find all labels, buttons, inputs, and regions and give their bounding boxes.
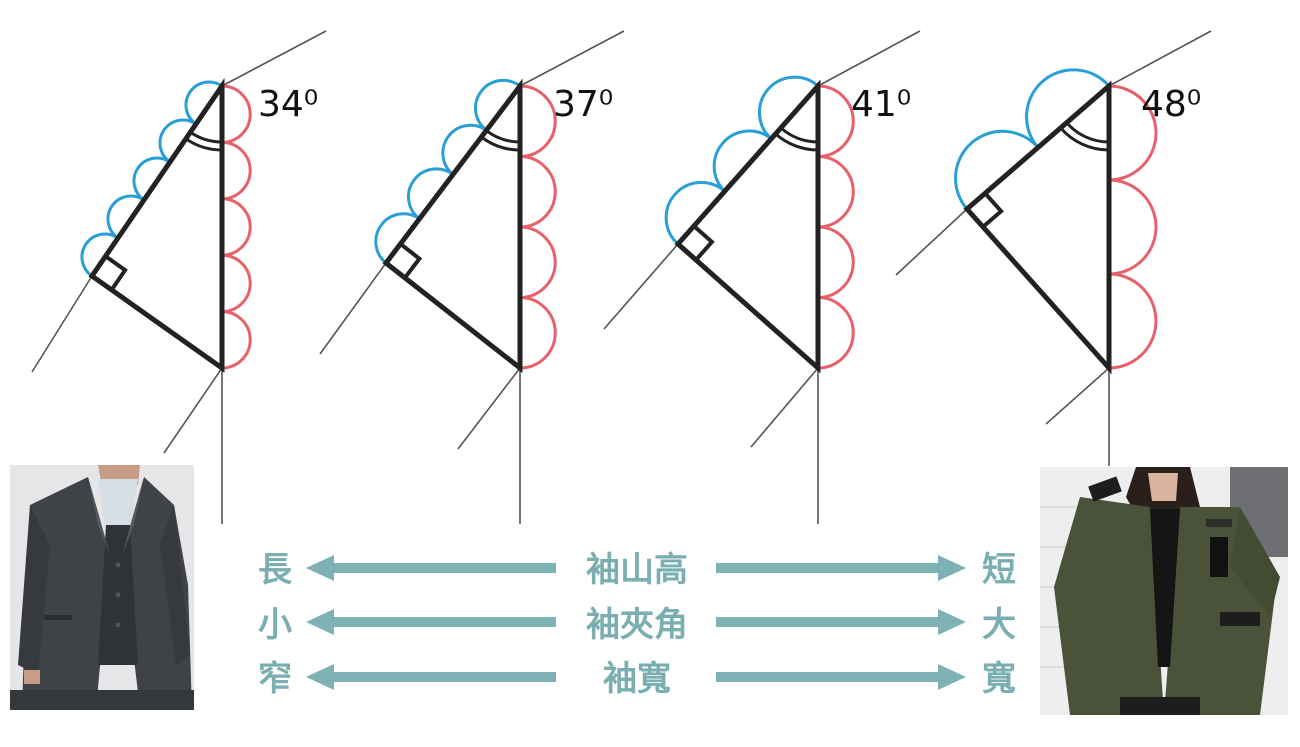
angle-arc	[1059, 126, 1110, 152]
back-cap-curve	[519, 84, 557, 370]
triangle	[88, 77, 225, 373]
row1-right-label: 短	[982, 550, 1016, 590]
arrow-right-row1	[716, 555, 966, 581]
arrow-left-row2	[306, 609, 556, 635]
row3-right-label: 寬	[982, 659, 1016, 699]
guide-line	[1108, 30, 1212, 87]
right-angle-marker	[104, 254, 128, 292]
guide-line	[319, 262, 387, 355]
arrow-right-row3	[716, 664, 966, 690]
angle-label: 41⁰	[851, 84, 911, 125]
suit-photo	[10, 465, 194, 710]
angle-label: 48⁰	[1141, 84, 1201, 125]
back-cap-curve	[1108, 84, 1158, 370]
angle-arc	[779, 126, 819, 144]
angle-arc	[480, 135, 521, 152]
row1-left-label: 長	[258, 550, 293, 590]
front-cap-curve	[664, 75, 819, 246]
front-cap-curve	[374, 78, 521, 265]
row3-left-label: 窄	[258, 659, 292, 699]
guide-line	[603, 243, 679, 330]
row1-center-label: 袖山高	[586, 550, 688, 590]
front-cap-curve	[954, 68, 1111, 210]
back-cap-curve	[817, 84, 855, 370]
comparison-table	[306, 555, 966, 690]
angle-arc	[485, 129, 521, 144]
row2-center-label: 袖夾角	[586, 605, 688, 645]
guide-line	[895, 208, 968, 276]
row3-center-label: 袖寬	[603, 659, 671, 699]
angle-arc	[185, 137, 223, 152]
sleeve-diagram-1: 34⁰	[31, 30, 327, 524]
row2-right-label: 大	[982, 605, 1016, 645]
bomber-jacket-photo	[1040, 467, 1288, 715]
arrow-left-row1	[306, 555, 556, 581]
angle-arc	[774, 132, 819, 152]
guide-line	[750, 367, 819, 448]
guide-line	[457, 367, 521, 450]
back-cap-curve	[221, 84, 252, 370]
arrow-left-row3	[306, 664, 556, 690]
guide-line	[817, 30, 921, 87]
guide-line	[221, 30, 327, 87]
row2-left-label: 小	[258, 605, 292, 645]
triangle	[963, 80, 1112, 375]
right-angle-marker	[399, 242, 423, 280]
right-angle-marker	[981, 191, 1004, 229]
angle-label: 34⁰	[258, 84, 318, 125]
angle-label: 37⁰	[553, 84, 613, 125]
guide-line	[519, 30, 625, 87]
right-angle-marker	[692, 224, 715, 262]
angle-arc	[1065, 121, 1110, 144]
sleeve-diagram-3: 41⁰	[603, 30, 921, 524]
sleeve-diagram-2: 37⁰	[319, 30, 625, 524]
front-cap-curve	[80, 80, 223, 278]
arrow-right-row2	[716, 609, 966, 635]
guide-line	[1045, 367, 1110, 425]
angle-arc	[189, 130, 223, 144]
triangle	[674, 79, 821, 374]
sleeve-diagram-4: 48⁰	[895, 30, 1212, 466]
guide-line	[163, 367, 223, 454]
triangle	[382, 78, 523, 374]
guide-line	[31, 275, 93, 373]
